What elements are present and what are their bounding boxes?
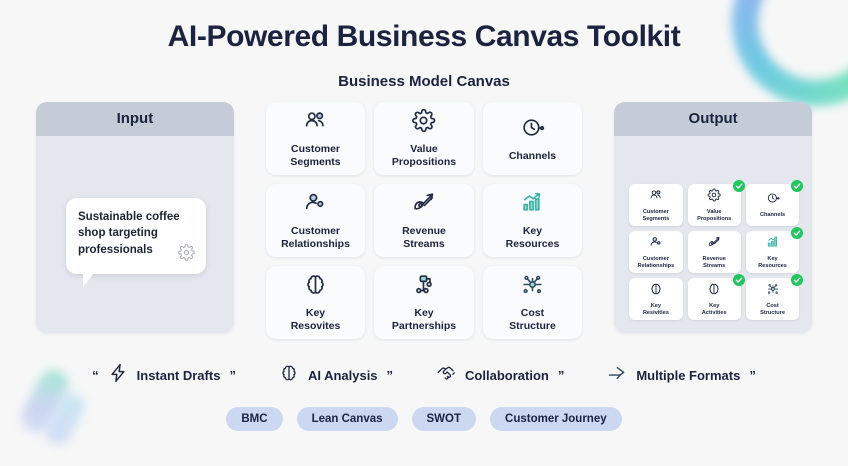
person-connection-icon: [649, 235, 663, 254]
output-panel-header: Output: [614, 102, 812, 136]
format-pill[interactable]: BMC: [226, 407, 283, 431]
feature-label: Collaboration: [465, 368, 549, 383]
business-model-canvas-grid: Customer Segments Value Propositions Chann…: [265, 102, 583, 339]
output-mini-cell[interactable]: Key Resivities: [629, 278, 683, 320]
output-mini-cell-label: Cost Structure: [760, 302, 785, 316]
output-mini-cell[interactable]: Cost Structure: [745, 274, 804, 320]
brain-icon: [279, 363, 299, 388]
handshake-icon: [436, 363, 456, 388]
output-panel: Output Customer Segments Value Propositio…: [614, 102, 812, 333]
bmc-cell-label: Value Propositions: [391, 143, 457, 168]
feature-label: Instant Drafts: [136, 368, 221, 383]
check-badge-icon: [791, 227, 804, 239]
bmc-cell[interactable]: Channels: [482, 102, 583, 175]
page-title: AI-Powered Business Canvas Toolkit: [167, 20, 681, 53]
bmc-cell[interactable]: Value Propositions: [374, 102, 474, 175]
person-connection-icon: [303, 190, 328, 220]
brain-icon: [707, 282, 721, 301]
bmc-cell-label: Revenue Streams: [402, 225, 446, 250]
brain-icon: [649, 282, 663, 301]
output-mini-cell-label: Key Resivities: [642, 302, 669, 316]
bmc-cell[interactable]: Revenue Streams: [374, 184, 474, 257]
lightning-bolt-icon: [108, 363, 128, 388]
network-node-icon: [766, 282, 780, 301]
output-mini-cell[interactable]: Customer Segments: [629, 184, 683, 226]
bmc-cell[interactable]: Cost Structure: [482, 266, 583, 339]
output-mini-cell-label: Value Propositions: [697, 208, 732, 222]
bar-chart-growth-icon: [520, 190, 545, 220]
output-mini-cell-label: Channels: [759, 212, 786, 219]
feature-label: Multiple Formats: [636, 368, 741, 383]
bmc-cell[interactable]: Key Partnerships: [374, 266, 474, 339]
feature-quote-close: ”: [386, 368, 394, 383]
output-mini-cell[interactable]: Customer Relationships: [629, 231, 683, 273]
check-badge-icon: [791, 180, 804, 192]
output-mini-cell-label: Key Activities: [701, 302, 727, 316]
output-mini-cell[interactable]: Revenue Streams: [687, 231, 741, 273]
bmc-cell-label: Key Resovites: [290, 307, 341, 332]
clock-icon: [520, 115, 545, 145]
output-mini-cell-label: Customer Segments: [642, 208, 670, 222]
rocket-icon: [411, 190, 436, 220]
output-mini-cell[interactable]: Key Resources: [745, 227, 804, 273]
output-mini-cell-label: Key Resources: [758, 255, 787, 269]
input-speech-bubble[interactable]: Sustainable coffee shop targeting profes…: [66, 198, 206, 287]
feature-quote-open: “: [92, 368, 99, 383]
bmc-cell[interactable]: Customer Relationships: [265, 184, 366, 257]
arrow-forward-icon: [607, 363, 627, 388]
output-mini-cell[interactable]: Value Propositions: [687, 180, 745, 226]
feature-item[interactable]: AI Analysis ”: [270, 363, 393, 388]
bmc-cell-label: Key Resources: [505, 225, 560, 250]
output-mini-grid: Customer Segments Value Propositions Chann…: [629, 180, 804, 320]
people-group-icon: [303, 108, 328, 138]
input-panel-body: Sustainable coffee shop targeting profes…: [36, 136, 234, 333]
output-mini-cell[interactable]: Key Activities: [687, 274, 745, 320]
format-pill[interactable]: Lean Canvas: [296, 407, 398, 431]
bmc-cell-label: Key Partnerships: [391, 307, 457, 332]
feature-item[interactable]: Multiple Formats ”: [598, 363, 756, 388]
input-panel: Input Sustainable coffee shop targeting …: [36, 102, 234, 333]
check-badge-icon: [732, 274, 745, 286]
output-mini-cell-label: Customer Relationships: [637, 255, 675, 269]
rocket-icon: [707, 235, 721, 254]
clock-icon: [766, 191, 780, 210]
bar-chart-growth-icon: [766, 235, 780, 254]
main-stage: Input Sustainable coffee shop targeting …: [0, 102, 848, 339]
network-node-icon: [520, 272, 545, 302]
format-pill[interactable]: SWOT: [411, 407, 477, 431]
check-badge-icon: [791, 274, 804, 286]
pill-row: BMC Lean Canvas SWOT Customer Journey: [0, 407, 848, 431]
feature-quote-close: ”: [557, 368, 565, 383]
gear-icon: [178, 244, 195, 266]
bmc-cell-label: Cost Structure: [509, 307, 556, 332]
format-pill[interactable]: Customer Journey: [490, 407, 622, 431]
feature-quote-close: ”: [749, 368, 756, 383]
feature-quote-close: ”: [229, 368, 236, 383]
gear-icon: [411, 108, 436, 138]
canvas-subtitle: Business Model Canvas: [338, 73, 510, 90]
speech-bubble-tail: [83, 272, 94, 287]
bmc-cell-label: Channels: [508, 149, 557, 162]
output-mini-cell[interactable]: Channels: [745, 180, 804, 226]
people-group-icon: [649, 188, 663, 207]
output-panel-body: Customer Segments Value Propositions Chann…: [614, 136, 812, 333]
bmc-cell-label: Customer Segments: [290, 143, 341, 168]
bmc-cell[interactable]: Customer Segments: [265, 102, 366, 175]
bmc-cell-label: Customer Relationships: [281, 225, 350, 250]
input-bubble-text: Sustainable coffee shop targeting profes…: [78, 211, 180, 256]
gear-icon: [707, 188, 721, 207]
brain-icon: [303, 272, 328, 302]
feature-row: “Instant Drafts”AI Analysis”Collaboratio…: [0, 363, 848, 388]
check-badge-icon: [732, 180, 745, 192]
feature-item[interactable]: “ Instant Drafts ”: [92, 363, 236, 388]
output-mini-cell-label: Revenue Streams: [702, 255, 726, 269]
sitemap-icon: [411, 272, 436, 302]
bmc-cell[interactable]: Key Resources: [482, 184, 583, 257]
input-panel-header: Input: [36, 102, 234, 136]
feature-label: AI Analysis: [307, 368, 378, 383]
bmc-cell[interactable]: Key Resovites: [265, 266, 366, 339]
feature-item[interactable]: Collaboration ”: [427, 363, 564, 388]
